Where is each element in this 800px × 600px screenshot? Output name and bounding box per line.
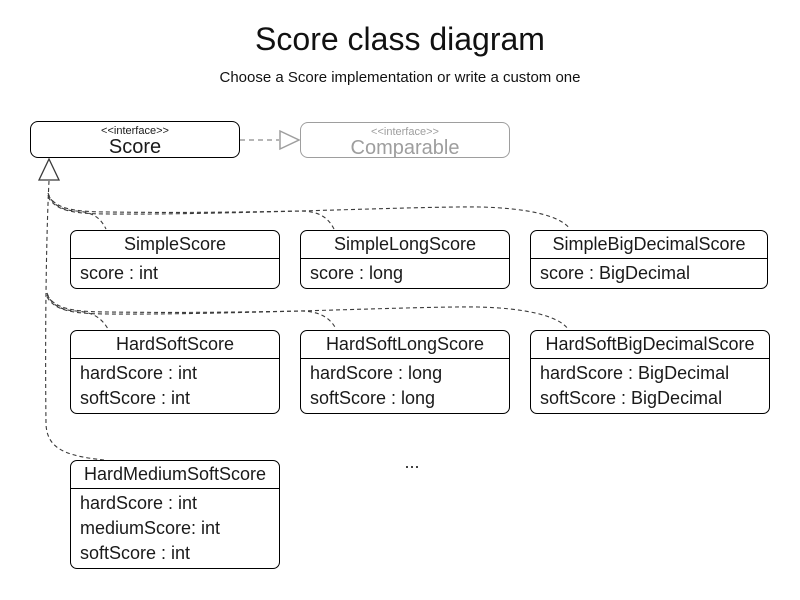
- branch-line-hardsoftlongscore: [46, 294, 337, 330]
- stereotype-label: <<interface>>: [101, 125, 169, 137]
- interface-box-comparable: <<interface>> Comparable: [300, 122, 510, 158]
- class-name: HardSoftLongScore: [301, 331, 509, 359]
- class-attributes: score : int: [71, 259, 279, 288]
- class-box-simplebigdecimalscore: SimpleBigDecimalScore score : BigDecimal: [530, 230, 768, 289]
- class-name: HardSoftBigDecimalScore: [531, 331, 769, 359]
- interface-name: Comparable: [350, 137, 460, 159]
- inheritance-trunk-line: [45, 180, 105, 461]
- class-attribute: softScore : BigDecimal: [540, 388, 723, 408]
- class-attribute: hardScore : long: [310, 363, 443, 383]
- class-box-hardmediumsoftscore: HardMediumSoftScore hardScore : int medi…: [70, 460, 280, 569]
- class-attribute: hardScore : int: [80, 493, 198, 513]
- interface-name: Score: [108, 136, 162, 158]
- hollow-arrowhead-up-icon: [37, 157, 61, 181]
- class-attribute: softScore : int: [80, 388, 191, 408]
- class-name: SimpleScore: [71, 231, 279, 259]
- class-attribute: score : int: [80, 263, 159, 283]
- class-attribute: score : long: [310, 263, 404, 283]
- class-name: HardMediumSoftScore: [71, 461, 279, 489]
- ellipsis-label: ...: [404, 452, 420, 472]
- class-name: SimpleLongScore: [301, 231, 509, 259]
- class-attributes: hardScore : long softScore : long: [301, 359, 509, 413]
- class-attributes: hardScore : int mediumScore: int softSco…: [71, 489, 279, 568]
- class-attributes: score : BigDecimal: [531, 259, 767, 288]
- class-box-simplelongscore: SimpleLongScore score : long: [300, 230, 510, 289]
- class-attribute: score : BigDecimal: [540, 263, 691, 283]
- interface-box-score: <<interface>> Score: [30, 121, 240, 158]
- class-box-hardsoftscore: HardSoftScore hardScore : int softScore …: [70, 330, 280, 414]
- class-attribute: hardScore : BigDecimal: [540, 363, 730, 383]
- class-attributes: hardScore : int softScore : int: [71, 359, 279, 413]
- class-attribute: hardScore : int: [80, 363, 198, 383]
- stereotype-label: <<interface>>: [371, 126, 439, 138]
- branch-line-simplebigdecimalscore: [47, 196, 571, 230]
- class-attributes: score : long: [301, 259, 509, 288]
- class-box-simplescore: SimpleScore score : int: [70, 230, 280, 289]
- class-name: HardSoftScore: [71, 331, 279, 359]
- branch-line-simplelongscore: [47, 194, 335, 230]
- class-box-hardsoftlongscore: HardSoftLongScore hardScore : long softS…: [300, 330, 510, 414]
- class-attribute: softScore : long: [310, 388, 436, 408]
- class-name: SimpleBigDecimalScore: [531, 231, 767, 259]
- class-attribute: mediumScore: int: [80, 518, 221, 538]
- hollow-arrowhead-right-icon: [279, 129, 301, 151]
- class-attribute: softScore : int: [80, 543, 191, 563]
- class-attributes: hardScore : BigDecimal softScore : BigDe…: [531, 359, 769, 413]
- branch-line-simplescore: [47, 192, 107, 230]
- class-box-hardsoftbigdecimalscore: HardSoftBigDecimalScore hardScore : BigD…: [530, 330, 770, 414]
- diagram-subtitle: Choose a Score implementation or write a…: [219, 69, 581, 86]
- diagram-title: Score class diagram: [255, 21, 545, 57]
- branch-line-hardsoftbigdecimalscore: [46, 296, 569, 330]
